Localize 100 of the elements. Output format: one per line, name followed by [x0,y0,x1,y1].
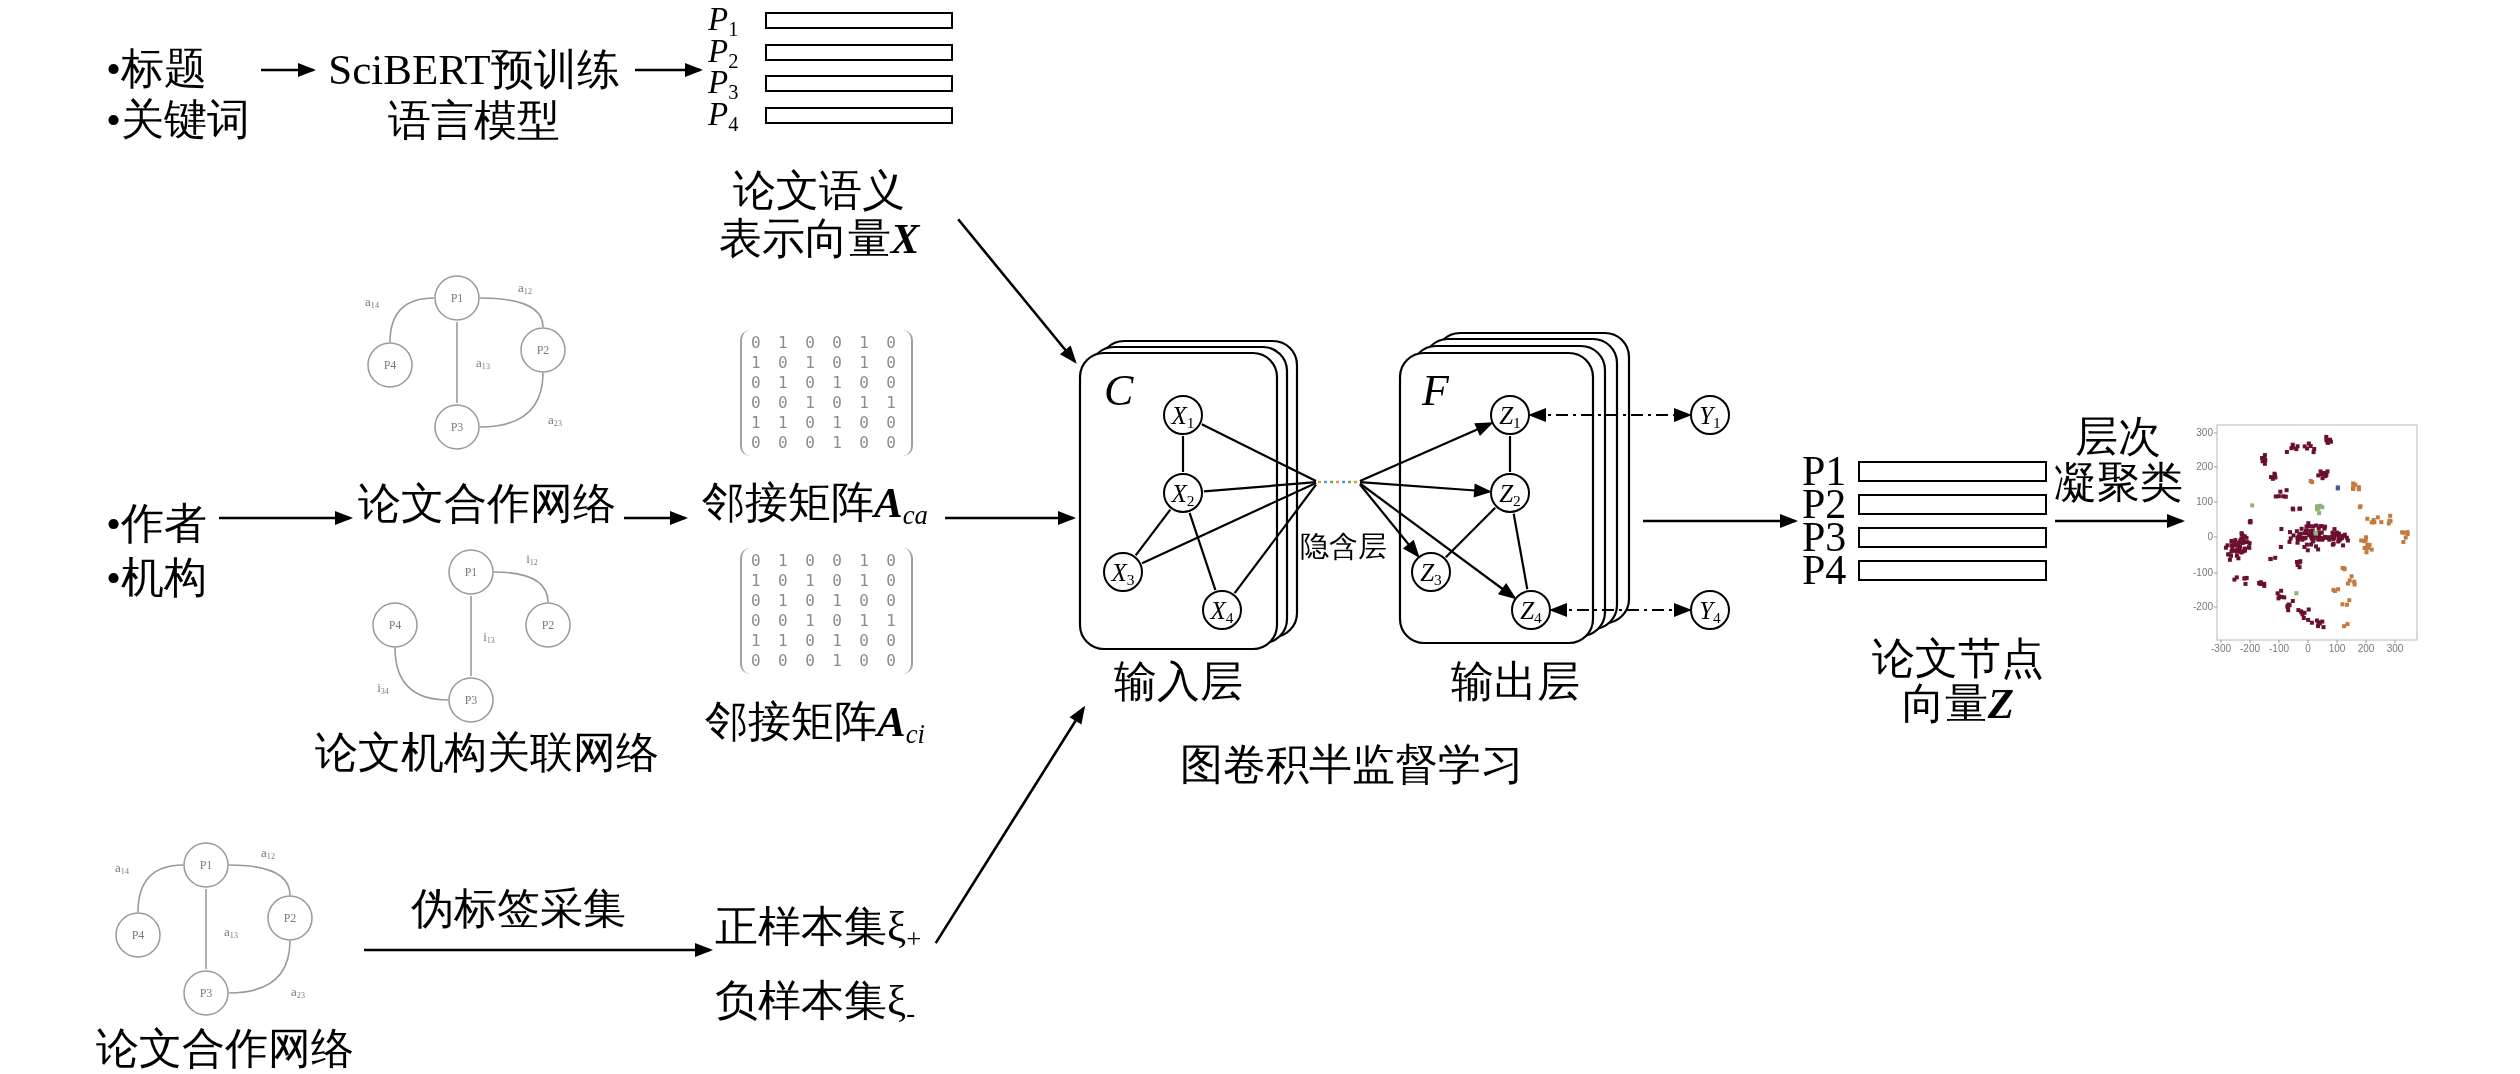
connector-line [1445,507,1496,558]
connector-line [1233,484,1317,594]
tick-label: 100 [2327,643,2347,655]
tick-label: 200 [2195,461,2213,473]
graph-node: Z$_{4}$ [1510,589,1552,631]
paper-node: P1 [447,548,495,596]
edge-label: a$_{13}$ [475,355,491,371]
vector-caption: 论文节点向量Z [1871,636,2045,726]
arrow [1359,422,1494,483]
row-label: P1 [1802,455,1848,488]
row-label: P$_{1}$ [708,4,740,36]
connector-line [493,571,549,603]
layer-symbol: C [1104,368,1135,414]
tick-label: -200 [2239,643,2261,655]
connector-line [1508,436,1512,472]
edge-label: a$_{13}$ [223,924,239,940]
tick-label: 300 [2385,643,2405,655]
row-label: P4 [1802,554,1848,587]
paper-node: P2 [266,894,314,942]
paper-node: P4 [114,911,162,959]
connector-line [389,297,435,343]
graph-node: X$_{2}$ [1162,472,1204,514]
row-label: P2 [1802,488,1848,521]
network-caption: 论文合作网络 [357,482,617,526]
connector-line [1203,481,1317,493]
paper-node: P3 [433,403,481,451]
tick-label: -100 [2192,567,2213,579]
bullet-item: •机构 [106,553,209,603]
tick-label: 200 [2356,643,2376,655]
bullet-item: •关键词 [106,95,252,145]
arrow [364,943,713,957]
matrix: 0 1 0 0 1 0 1 0 1 0 1 0 0 1 0 1 0 0 0 0 1 0 1 1 1 1 0 1 0 0 0 0 0 1 0 0 [740,548,913,674]
layer-caption: 输入层 [1112,660,1244,704]
paper-node: P2 [519,326,567,374]
matrix-caption: 邻接矩阵A$_{ca}$ [701,481,929,525]
connector-line [1188,512,1217,591]
edge-label: a$_{14}$ [114,860,130,876]
arrow [1359,481,1493,498]
connector-line [228,940,291,994]
arrow [957,218,1077,364]
layer-caption: 输出层 [1449,660,1581,704]
arrow [261,63,316,77]
edge-label: 伪标签采集 [409,886,627,932]
graph-node: X$_{1}$ [1162,394,1204,436]
row-label: P$_{2}$ [708,35,740,67]
connector-line [137,864,184,913]
edge-label: a$_{12}$ [517,280,533,296]
arrow [624,511,688,525]
paper-node: P1 [182,841,230,889]
vector-caption: 论文语义表示向量X [717,167,922,263]
arrow [934,705,1086,944]
connector-line [479,297,544,328]
sample-set-label: 正样本集ξ$_{+}$ [715,902,923,952]
graph-node: Y$_{4}$ [1689,589,1731,631]
edge-label: i$_{12}$ [525,551,539,567]
paper-node: P4 [366,341,414,389]
matrix: 0 1 0 0 1 0 1 0 1 0 1 0 0 1 0 1 0 0 0 0 1 0 1 1 1 1 0 1 0 0 0 0 0 1 0 0 [740,330,913,456]
arrow [1359,483,1420,559]
tick-label: -200 [2192,601,2213,613]
double-arrow [1549,603,1692,617]
connector-line [394,647,449,701]
tick-label: -100 [2268,643,2290,655]
connector-line [1512,513,1529,590]
layer-symbol: F [1422,368,1451,414]
tick-label: -300 [2210,643,2232,655]
edge-label: 层次凝聚类 [2052,414,2184,506]
edge-label: a$_{23}$ [290,984,306,1000]
tick-label: 0 [2304,643,2312,655]
edge-label: a$_{12}$ [260,845,276,861]
tick-label: 100 [2195,496,2213,508]
arrow [945,511,1076,525]
paper-node: P3 [182,969,230,1017]
double-arrow [1528,408,1692,422]
network-caption: 论文合作网络 [95,1027,355,1071]
connector-line [479,372,544,428]
graph-node: Y$_{1}$ [1689,394,1731,436]
arrow [2055,514,2185,528]
row-label: P$_{4}$ [708,98,740,130]
graph-node: X$_{3}$ [1102,551,1144,593]
edge-label: i$_{13}$ [482,629,496,645]
connector-line [205,888,207,970]
matrix-caption: 邻接矩阵A$_{ci}$ [704,700,926,744]
graph-node: Z$_{2}$ [1489,472,1531,514]
arrow [1359,482,1517,600]
arrow [635,63,703,77]
paper-node: P3 [447,676,495,724]
paper-node: P1 [433,274,481,322]
layer-label: 隐含层 [1298,530,1388,562]
connector-line [470,595,472,677]
connector-line [1201,423,1317,482]
connector-line [228,864,291,896]
section-caption: 图卷积半监督学习 [1179,742,1525,788]
bullet-item: •标题 [106,44,209,94]
process-label: SciBERT预训练语言模型 [318,44,630,146]
graph-node: X$_{4}$ [1201,589,1243,631]
connector-line [1181,436,1185,472]
edge-label: a$_{14}$ [364,294,380,310]
sample-set-label: 负样本集ξ$_{-}$ [715,976,917,1026]
network-caption: 论文机构关联网络 [314,731,660,775]
row-label: P3 [1802,521,1848,554]
